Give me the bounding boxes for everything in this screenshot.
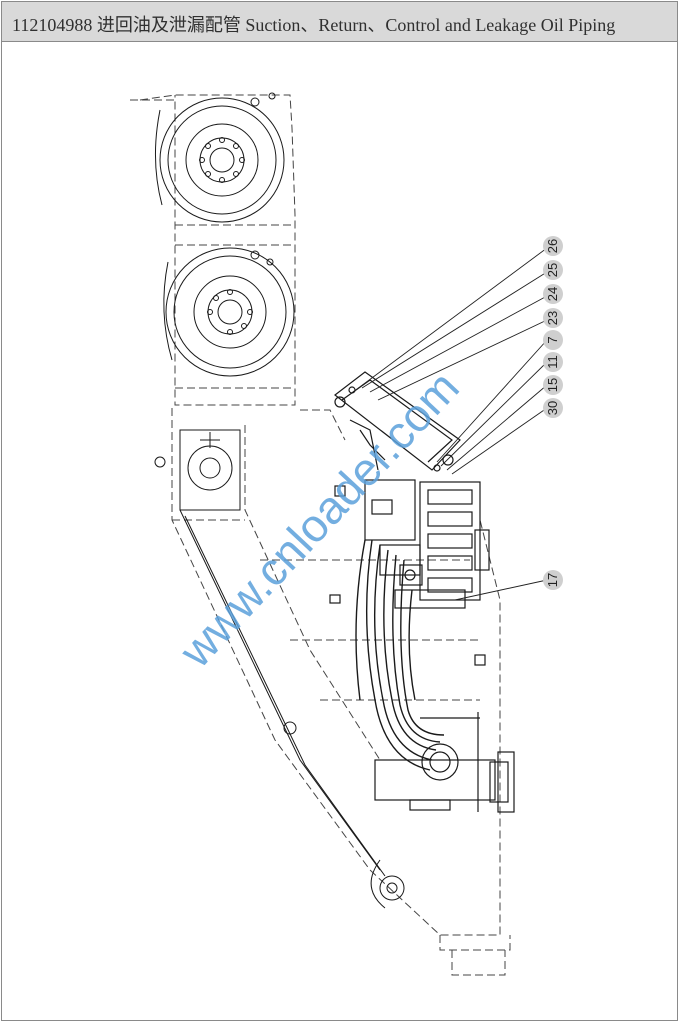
callout-label: 15 [545, 378, 560, 392]
callout-17: 17 [543, 570, 563, 590]
callout-label: 24 [545, 287, 560, 301]
callout-label: 23 [545, 311, 560, 325]
callout-24: 24 [543, 284, 563, 304]
watermark-text: www.cnloader.com [169, 361, 469, 678]
callout-label: 7 [545, 336, 560, 343]
callout-15: 15 [543, 375, 563, 395]
pivot-mount [154, 429, 297, 735]
callout-25: 25 [543, 260, 563, 280]
boom-solid-edges [179, 509, 386, 877]
callout-label: 30 [545, 401, 560, 415]
lower-mount [370, 859, 405, 909]
callout-11: 11 [543, 352, 563, 372]
lower-drum [163, 247, 295, 377]
control-valve-body [334, 479, 490, 609]
callout-23: 23 [543, 308, 563, 328]
callout-label: 17 [545, 573, 560, 587]
callout-label: 25 [545, 263, 560, 277]
callout-7: 7 [543, 330, 563, 350]
callout-30: 30 [543, 398, 563, 418]
callout-label: 26 [545, 239, 560, 253]
leader-lines [352, 247, 548, 601]
title-bar: 112104988 进回油及泄漏配管 Suction、Return、Contro… [2, 2, 677, 42]
upper-drum [155, 92, 285, 223]
page-title: 112104988 进回油及泄漏配管 Suction、Return、Contro… [12, 15, 616, 35]
callout-label: 11 [545, 355, 560, 369]
pump-assembly [329, 594, 515, 813]
upper-frame-outline [130, 94, 296, 406]
callout-26: 26 [543, 236, 563, 256]
hoses [355, 539, 445, 771]
